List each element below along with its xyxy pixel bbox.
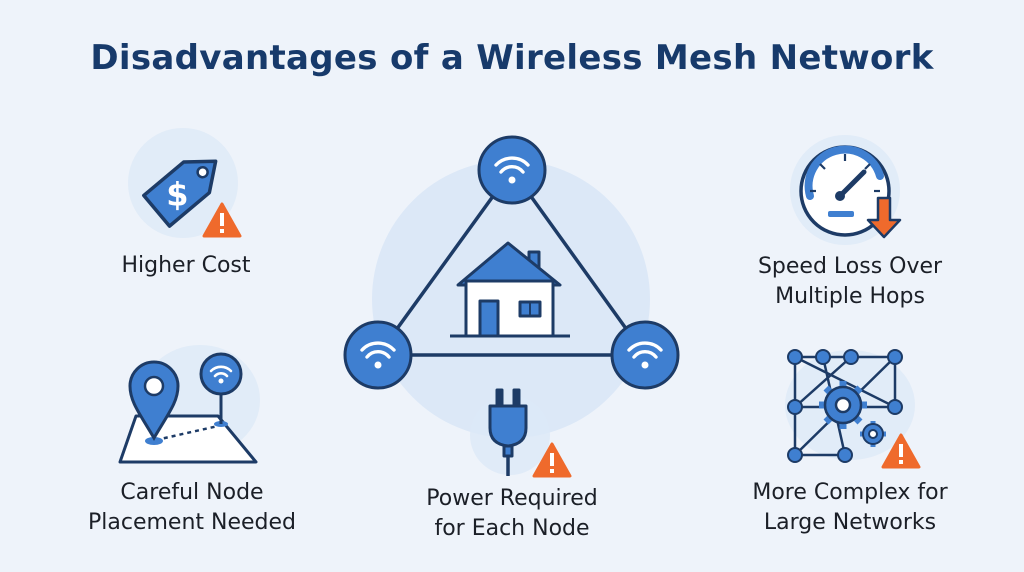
higher-cost-label: Higher Cost	[86, 251, 286, 281]
svg-text:$: $	[166, 175, 188, 213]
label-line: Large Networks	[763, 510, 937, 535]
speed-loss-label: Speed Loss Over Multiple Hops	[730, 252, 970, 312]
label-line: Power Required	[426, 486, 598, 511]
network-gear-icon	[787, 349, 921, 469]
map-pin-wifi-icon	[118, 352, 258, 464]
price-tag-dollar-icon: $	[142, 159, 242, 238]
label-line: Speed Loss Over	[757, 254, 943, 279]
label-line: Placement Needed	[87, 510, 296, 535]
warning-icon	[881, 433, 921, 469]
small-gear-icon	[860, 421, 886, 447]
gear-icon	[819, 381, 867, 429]
label-line: Higher Cost	[121, 253, 251, 278]
power-plug-icon	[488, 388, 572, 478]
complexity-label: More Complex for Large Networks	[720, 478, 980, 538]
warning-icon	[532, 442, 572, 478]
placement-label: Careful Node Placement Needed	[72, 478, 312, 538]
wifi-node-right	[610, 320, 680, 390]
label-line: Multiple Hops	[775, 284, 925, 309]
label-line: Careful Node	[120, 480, 264, 505]
house-icon	[450, 241, 570, 338]
label-line: More Complex for	[752, 480, 948, 505]
power-label: Power Required for Each Node	[392, 484, 632, 544]
label-line: for Each Node	[434, 516, 590, 541]
warning-icon	[202, 202, 242, 238]
wifi-node-top	[477, 135, 547, 205]
mesh-triangle-house-icon	[343, 135, 680, 390]
wifi-node-left	[343, 320, 413, 390]
speedometer-down-icon	[799, 145, 902, 239]
page-title: Disadvantages of a Wireless Mesh Network	[90, 38, 934, 78]
